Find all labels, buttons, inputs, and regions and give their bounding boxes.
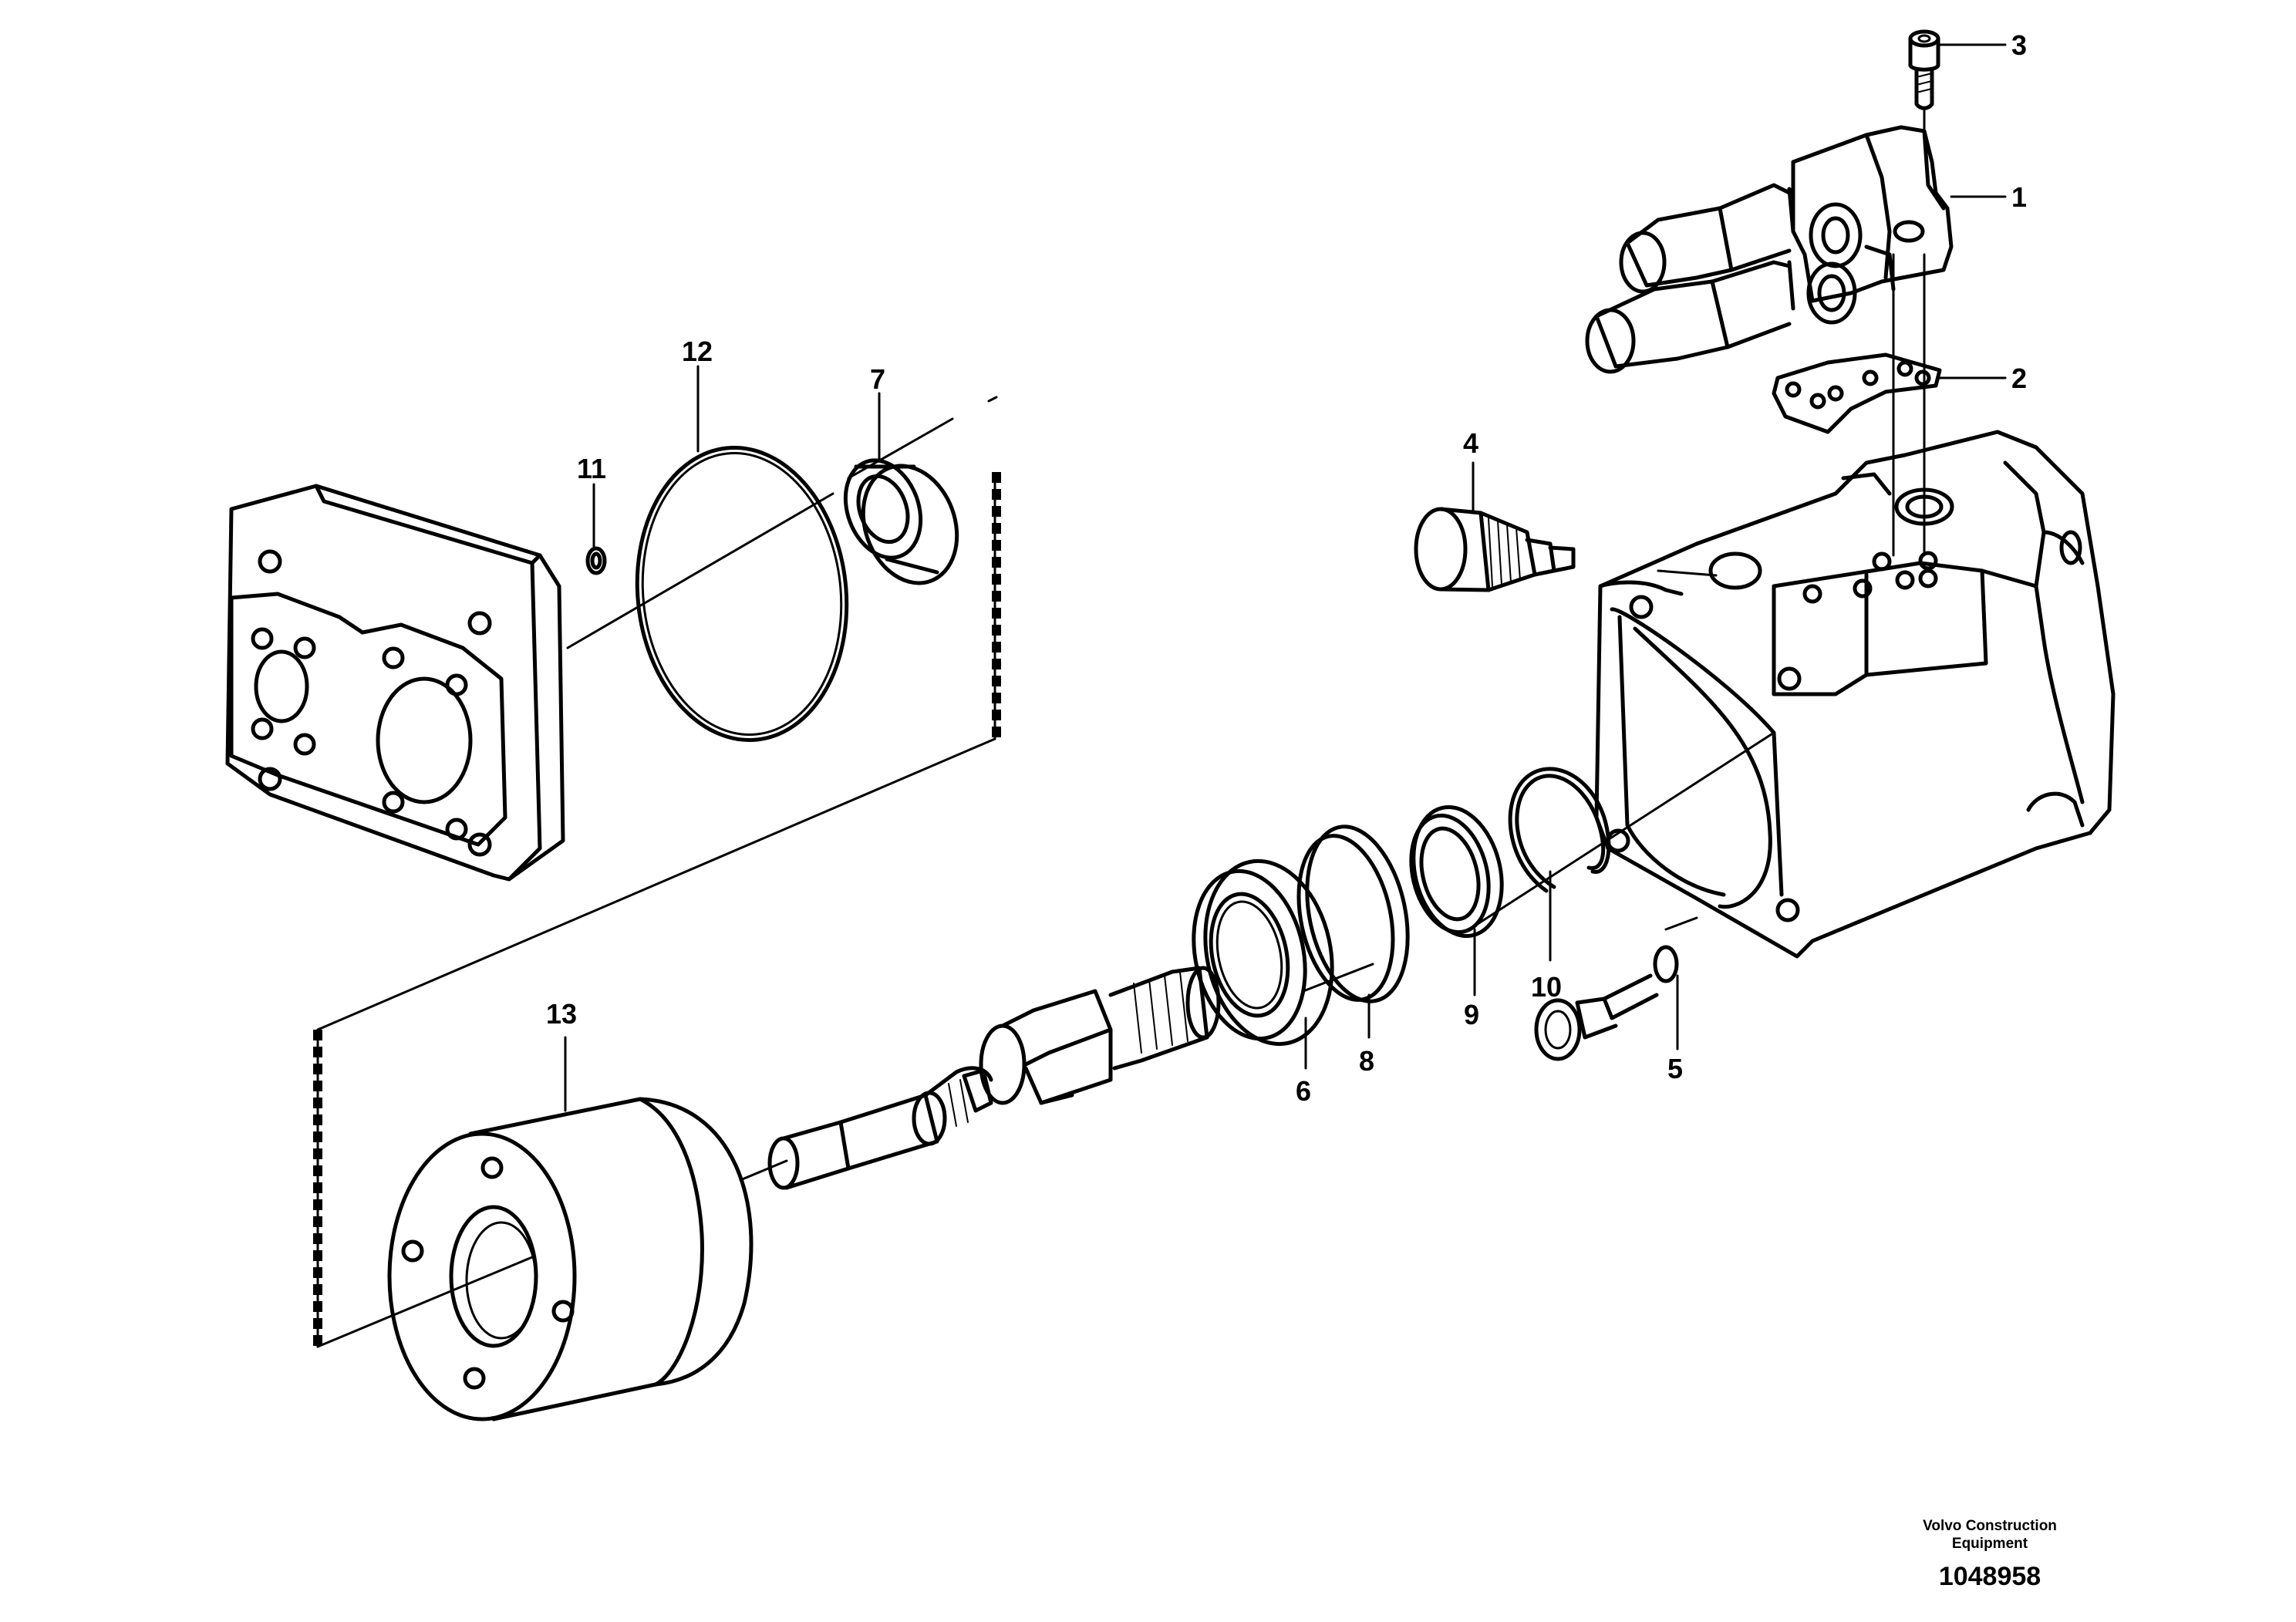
- part-7-small-bearing: [843, 458, 959, 585]
- drawing-number: 1048958: [1938, 1562, 2041, 1591]
- manufacturer-line-2: Equipment: [1951, 1536, 2028, 1552]
- callout-4: 4: [1463, 427, 1479, 459]
- part-10-snap-ring: [1508, 767, 1611, 893]
- manufacturer-line-1: Volvo Construction: [1923, 1518, 2057, 1534]
- end-cover: [225, 484, 565, 882]
- callout-5: 5: [1667, 1053, 1684, 1084]
- part-3-socket-head-screw: [1908, 29, 1940, 110]
- assembly-axis-lines: [316, 106, 1926, 1348]
- callout-2: 2: [2011, 363, 2028, 394]
- callout-10: 10: [1531, 971, 1563, 1003]
- part-13-cylinder-block: [387, 1097, 754, 1421]
- manufacturer-caption: Volvo Construction Equipment: [1897, 1517, 2082, 1553]
- callout-9: 9: [1464, 999, 1480, 1030]
- part-8-spacer-ring: [1296, 824, 1410, 1003]
- part-9-shaft-seal: [1409, 804, 1504, 939]
- leader-lines: [564, 43, 2007, 1112]
- part-4-cartridge-valve: [1414, 507, 1576, 592]
- callout-7: 7: [870, 363, 886, 395]
- callout-13: 13: [546, 998, 578, 1030]
- part-1-control-valve: [1585, 125, 1954, 374]
- drive-shaft: [767, 966, 1221, 1190]
- part-11-small-o-ring: [585, 546, 607, 575]
- callout-3: 3: [2011, 29, 2028, 61]
- part-6-bearing: [1192, 858, 1334, 1047]
- callout-1: 1: [2011, 181, 2028, 213]
- part-12-large-o-ring: [635, 446, 849, 742]
- part-2-gasket-plate: [1772, 352, 1942, 434]
- callout-8: 8: [1359, 1045, 1375, 1077]
- pump-housing: [1594, 430, 2116, 959]
- dashed-bracket: [313, 472, 1001, 1347]
- callout-12: 12: [682, 336, 713, 367]
- callout-6: 6: [1296, 1075, 1312, 1107]
- part-5-screw-plug: [1534, 945, 1679, 1061]
- callout-11: 11: [577, 453, 607, 484]
